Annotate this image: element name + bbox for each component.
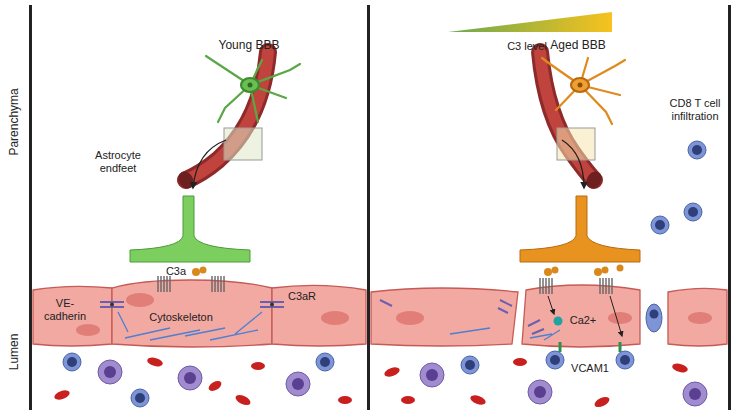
cell-label: CD8 T cell infiltration	[664, 97, 726, 122]
broken-junction	[380, 300, 544, 334]
blood-cells	[53, 353, 352, 407]
young-vessel	[175, 52, 268, 191]
aged-endfoot	[520, 196, 640, 262]
molecule-label: VCAM1	[569, 362, 611, 375]
panel-title: Aged BBB	[550, 39, 605, 53]
cd8-t-cell	[461, 141, 706, 374]
young-endothelium	[33, 280, 366, 347]
blood-cells	[383, 358, 707, 409]
panel-title: Young BBB	[219, 39, 280, 53]
panel-bars	[29, 5, 731, 410]
c3-gradient-wedge	[448, 12, 612, 32]
gradient-label: C3 level	[507, 40, 547, 53]
aged-astrocyte	[542, 58, 625, 124]
zoom-arrow	[193, 140, 226, 188]
structure-label: Cytoskeleton	[147, 311, 215, 324]
c3a-receptor	[158, 276, 224, 292]
young-endfoot	[130, 196, 250, 262]
calcium-ion	[554, 317, 563, 326]
region-label: Lumen	[8, 334, 22, 371]
junction-label: VE- cadherin	[41, 297, 89, 322]
vcam1-molecule	[560, 342, 620, 352]
region-label: Parenchyma	[8, 88, 22, 155]
signal-arrow	[548, 296, 622, 336]
receptor-label: C3aR	[286, 290, 318, 303]
structure-label: Astrocyte endfeet	[87, 149, 149, 174]
aged-endothelium	[371, 285, 727, 347]
c3a-molecule	[192, 267, 207, 277]
ion-label: Ca2+	[568, 314, 599, 327]
zoom-arrow	[562, 140, 584, 188]
young-astrocyte	[206, 56, 300, 122]
c3a-molecule	[544, 265, 624, 277]
molecule-label: C3a	[166, 265, 186, 278]
zoom-box	[224, 128, 262, 160]
aged-vessel	[540, 52, 605, 191]
cytoskeleton	[450, 328, 560, 340]
c3a-receptor	[540, 278, 612, 294]
ve-cadherin-junction	[100, 302, 284, 307]
